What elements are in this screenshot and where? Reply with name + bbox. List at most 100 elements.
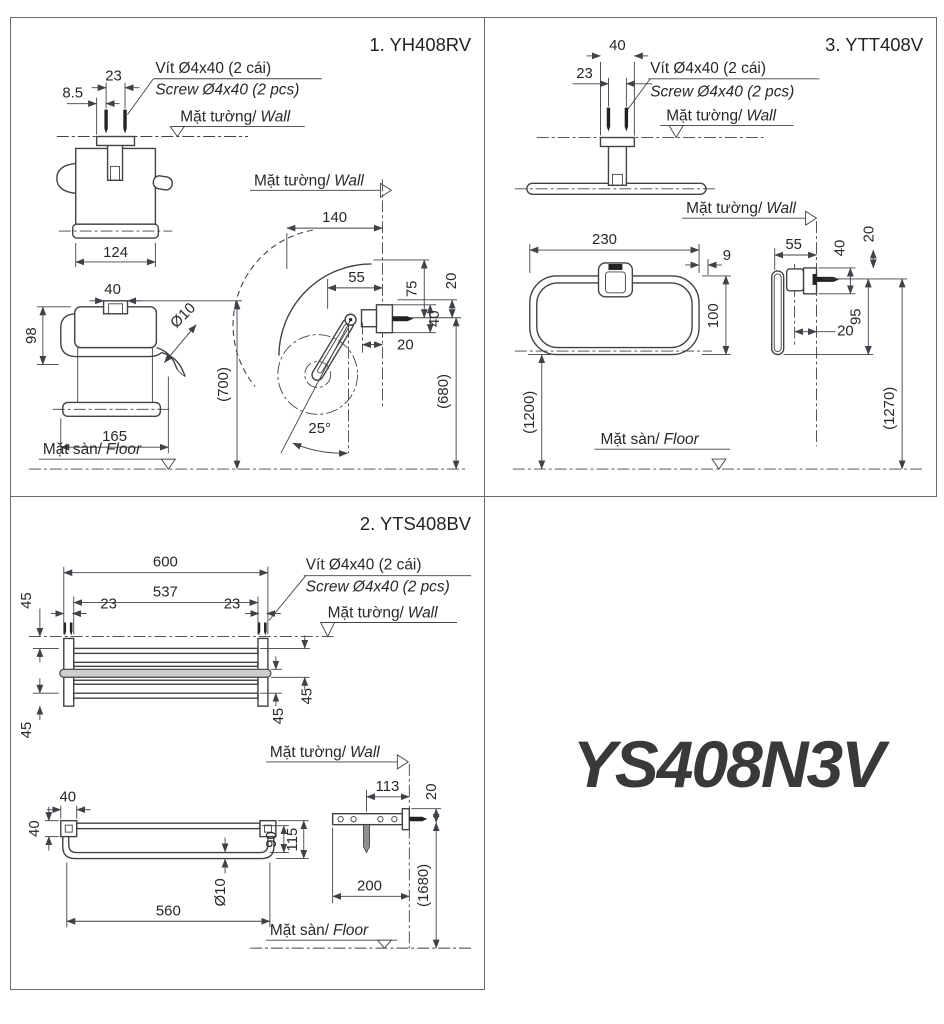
svg-text:23: 23	[224, 596, 241, 613]
svg-text:(680): (680)	[435, 374, 452, 409]
holder-flap	[152, 175, 173, 191]
hinge-bracket	[360, 309, 378, 328]
towel-bar-front	[59, 668, 272, 678]
svg-text:40: 40	[59, 789, 76, 806]
svg-text:45: 45	[18, 722, 35, 739]
dim-depth-55: 55	[774, 236, 817, 270]
towel-bar-outer	[62, 836, 275, 860]
dim-pitch-23-left: 23	[50, 596, 117, 617]
dim-diameter-10: Ø10	[164, 300, 199, 363]
svg-text:20: 20	[860, 226, 877, 243]
dim-45-right-outer: 45	[259, 635, 316, 705]
drawing-yts408bv: 2. YTS408BV 600	[18, 513, 472, 949]
datum-triangle	[169, 126, 186, 138]
dim-90: 90	[261, 825, 289, 853]
datum-triangle	[376, 939, 393, 949]
screw-glyph	[123, 109, 127, 134]
svg-text:Mặt tường/Wall: Mặt tường/Wall	[328, 605, 438, 622]
svg-text:Screw Ø4x40 (2 pcs): Screw Ø4x40 (2 pcs)	[650, 84, 794, 101]
svg-text:Ø10: Ø10	[212, 878, 229, 906]
svg-text:40: 40	[104, 281, 121, 298]
top-view: 23 8.5 Mặt tường/Wall	[56, 60, 322, 267]
wall-label: Mặt tường/Wall	[169, 109, 305, 138]
screw-glyph	[392, 316, 414, 322]
svg-text:113: 113	[376, 778, 400, 795]
dim-20-side: 20	[362, 322, 414, 354]
dim-diameter-10: Ø10	[212, 837, 229, 906]
dim-width-600: 600	[63, 554, 269, 635]
datum-triangle	[805, 210, 818, 226]
hanger-pin	[363, 824, 370, 854]
svg-text:Mặt sàn/Floor: Mặt sàn/Floor	[43, 441, 142, 458]
svg-text:98: 98	[23, 327, 40, 344]
svg-text:Mặt tường/Wall: Mặt tường/Wall	[270, 744, 380, 761]
product-code: YS408N3V	[572, 727, 886, 801]
dim-bracket-40: 40	[89, 281, 142, 305]
svg-text:75: 75	[403, 281, 420, 298]
svg-text:124: 124	[103, 244, 128, 261]
svg-text:95: 95	[847, 308, 864, 325]
screw-glyph	[606, 107, 611, 132]
panel-yh408rv: 1. YH408RV 23 8.5	[10, 17, 485, 497]
cover-profile	[278, 263, 372, 356]
dim-width-124: 124	[75, 243, 156, 267]
dim-113: 113	[366, 778, 410, 812]
svg-text:45: 45	[270, 708, 287, 725]
svg-text:20: 20	[423, 783, 440, 800]
datum-triangle	[668, 125, 684, 139]
svg-text:600: 600	[153, 554, 178, 571]
svg-text:9: 9	[723, 247, 731, 264]
top-bar	[76, 822, 261, 830]
svg-text:23: 23	[576, 65, 593, 82]
svg-text:200: 200	[357, 877, 382, 894]
dim-height-100: 100	[702, 275, 731, 356]
wall-bracket	[102, 300, 129, 315]
side-view: Mặt tường/Wall 113	[265, 744, 442, 949]
svg-text:Screw Ø4x40 (2 pcs): Screw Ø4x40 (2 pcs)	[306, 579, 450, 596]
screw-head	[812, 273, 817, 285]
dim-height-98: 98	[23, 306, 71, 365]
svg-text:23: 23	[100, 596, 117, 613]
dim-45-right-inner: 45	[259, 656, 287, 725]
dim-55: 55	[327, 269, 383, 309]
paper-roll	[277, 334, 358, 415]
dim-95: 95	[783, 278, 874, 356]
svg-text:25°: 25°	[308, 420, 331, 437]
svg-text:40: 40	[831, 240, 848, 257]
ring-profile	[771, 270, 785, 356]
top-view: 40 23 Vít Ø4x40 (2 cái) Screw Ø4x40 (2 p…	[514, 37, 820, 195]
svg-text:Vít Ø4x40 (2 cái): Vít Ø4x40 (2 cái)	[155, 60, 271, 77]
dim-mount-height-1680: (1680)	[415, 822, 440, 949]
screw-glyph	[624, 107, 629, 132]
panel-yts408bv: 2. YTS408BV 600	[10, 496, 485, 990]
svg-text:23: 23	[105, 68, 122, 85]
screw-glyph	[816, 276, 840, 282]
svg-text:537: 537	[153, 584, 178, 601]
shelf-rail	[73, 692, 259, 699]
dim-20-side: 20	[794, 323, 854, 340]
svg-text:90: 90	[263, 831, 280, 848]
screw-glyph	[69, 622, 73, 636]
svg-text:Mặt sàn/Floor: Mặt sàn/Floor	[600, 431, 699, 448]
dim-bracket-40-top: 40	[46, 789, 91, 819]
svg-text:55: 55	[348, 269, 365, 286]
screw-callout: Vít Ø4x40 (2 cái) Screw Ø4x40 (2 pcs)	[625, 60, 820, 113]
svg-text:40: 40	[426, 310, 443, 327]
shelf-rail	[73, 647, 259, 655]
svg-text:45: 45	[18, 592, 35, 609]
svg-text:20: 20	[397, 337, 414, 354]
floor-datum: Mặt sàn/Floor	[249, 922, 472, 949]
swing-arc	[232, 229, 313, 387]
svg-text:(700): (700)	[215, 367, 232, 402]
wall-bracket	[597, 262, 634, 298]
dim-bracket-40-left: 40	[26, 806, 59, 851]
dim-angle-25: 25°	[292, 420, 349, 457]
panel-title: 2. YTS408BV	[360, 513, 472, 534]
wall-label: Mặt tường/Wall	[660, 108, 794, 139]
mount-flange	[95, 135, 136, 147]
dim-45-left-top: 45	[18, 592, 59, 663]
svg-text:Vít Ø4x40 (2 cái): Vít Ø4x40 (2 cái)	[650, 60, 766, 77]
mount-stem	[106, 143, 124, 182]
dim-mount-height-1200: (1200)	[521, 354, 551, 470]
